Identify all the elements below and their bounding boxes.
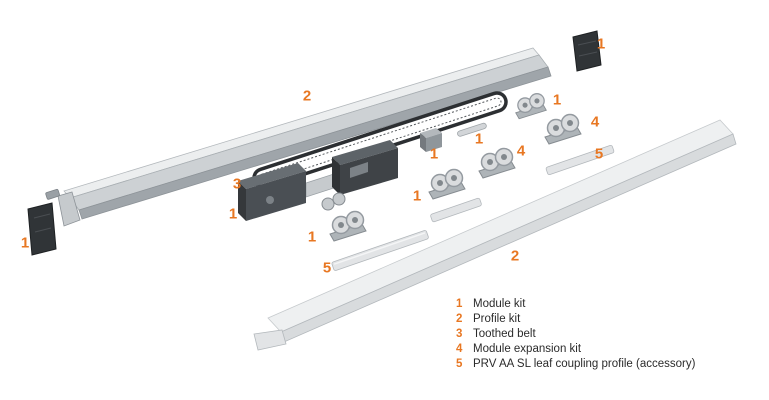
drive-module-unit bbox=[238, 140, 398, 221]
legend-number: 5 bbox=[456, 358, 463, 370]
leaf-coupling-profile-right bbox=[545, 144, 615, 176]
legend-number: 3 bbox=[456, 328, 463, 340]
callout-number: 1 bbox=[228, 205, 238, 223]
callout-number: 3 bbox=[232, 175, 242, 193]
parts-legend: 1 Module kit 2 Profile kit 3 Toothed bel… bbox=[456, 297, 695, 371]
legend-label: Profile kit bbox=[473, 313, 521, 325]
legend-item: 4 Module expansion kit bbox=[456, 342, 695, 356]
roller-carriage bbox=[478, 147, 516, 179]
roller-carriage bbox=[329, 210, 367, 242]
callout-number: 4 bbox=[590, 113, 600, 131]
callout-number: 1 bbox=[412, 187, 422, 205]
callout-number: 1 bbox=[552, 91, 562, 109]
leaf-coupling-profile-mid bbox=[430, 197, 482, 223]
legend-number: 2 bbox=[456, 313, 463, 325]
end-cap-right bbox=[572, 30, 602, 72]
legend-label: Module expansion kit bbox=[473, 343, 582, 355]
legend-label: Module kit bbox=[473, 298, 526, 310]
legend-item: 5 PRV AA SL leaf coupling profile (acces… bbox=[456, 357, 695, 371]
legend-number: 4 bbox=[456, 343, 463, 355]
guide-pin bbox=[457, 122, 487, 137]
legend-item: 3 Toothed belt bbox=[456, 327, 695, 341]
roller-carriage bbox=[428, 168, 466, 200]
legend-item: 1 Module kit bbox=[456, 297, 695, 311]
top-track-profile bbox=[45, 47, 552, 227]
callout-number: 1 bbox=[596, 35, 606, 53]
callout-number: 2 bbox=[302, 87, 312, 105]
legend-label: Toothed belt bbox=[473, 328, 536, 340]
legend-label: PRV AA SL leaf coupling profile (accesso… bbox=[473, 358, 696, 370]
callout-number: 5 bbox=[594, 145, 604, 163]
callout-number: 1 bbox=[474, 130, 484, 148]
callout-number: 2 bbox=[510, 247, 520, 265]
roller-carriage bbox=[544, 113, 582, 145]
bottom-cover-profile bbox=[253, 119, 737, 351]
callout-number: 5 bbox=[322, 259, 332, 277]
small-bracket-cube bbox=[420, 128, 442, 152]
legend-number: 1 bbox=[456, 298, 463, 310]
legend-item: 2 Profile kit bbox=[456, 312, 695, 326]
leaf-coupling-profile-left bbox=[331, 230, 429, 271]
roller-carriage bbox=[515, 93, 547, 120]
callout-number: 1 bbox=[429, 145, 439, 163]
end-cap-left bbox=[27, 202, 57, 256]
mounting-bracket bbox=[45, 188, 60, 200]
callout-number: 1 bbox=[307, 228, 317, 246]
callout-number: 1 bbox=[20, 234, 30, 252]
callout-number: 4 bbox=[516, 142, 526, 160]
